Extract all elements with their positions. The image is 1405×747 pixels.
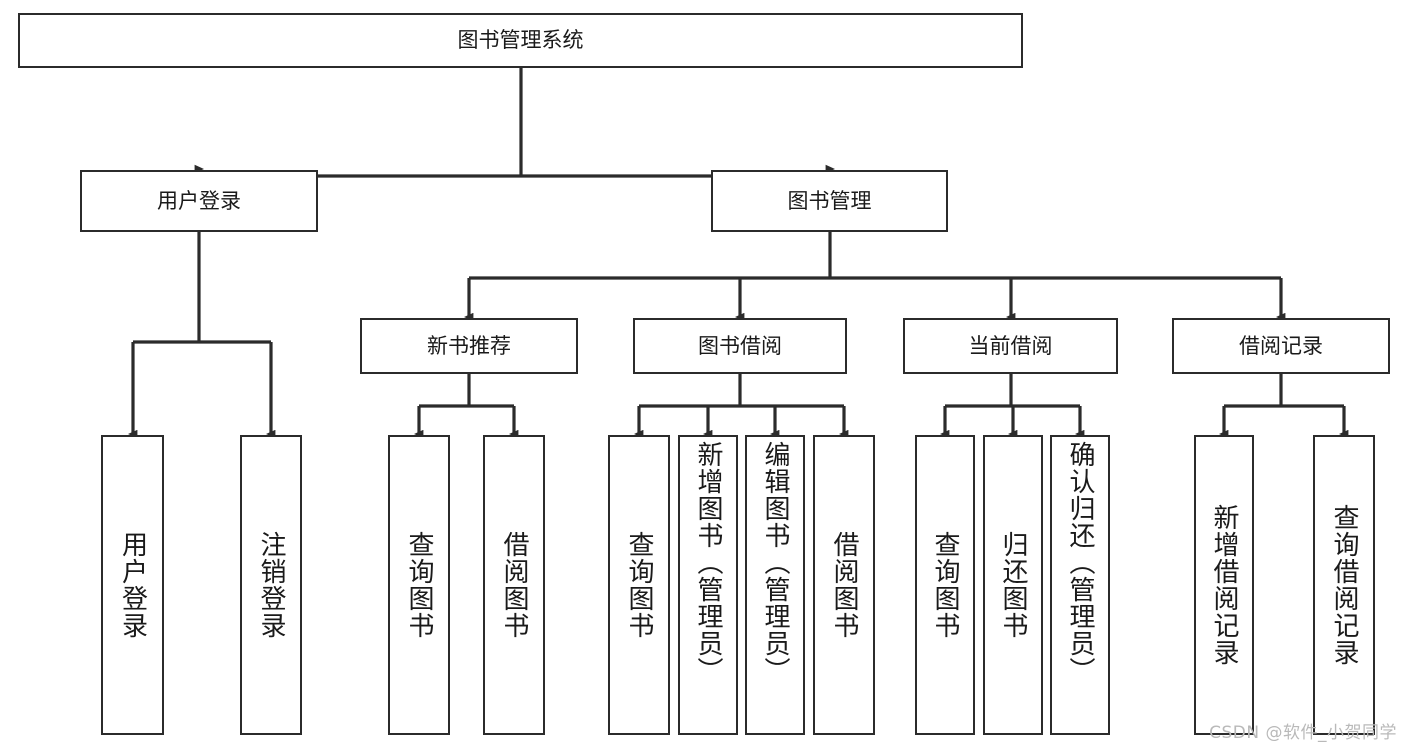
node-label-root: 图书管理系统 bbox=[457, 28, 584, 53]
node-leaf-add-book-admin[interactable]: 新增图书（管理员） bbox=[678, 435, 738, 735]
node-leaf-user-login[interactable]: 用户登录 bbox=[101, 435, 164, 735]
node-label-current-borrow: 当前借阅 bbox=[968, 333, 1053, 358]
node-leaf-logout[interactable]: 注销登录 bbox=[240, 435, 302, 735]
node-label-leaf-user-login: 用户登录 bbox=[117, 531, 148, 639]
node-leaf-add-borrow-record[interactable]: 新增借阅记录 bbox=[1194, 435, 1254, 735]
node-leaf-confirm-return-admin[interactable]: 确认归还（管理员） bbox=[1050, 435, 1110, 735]
node-label-book-borrow: 图书借阅 bbox=[698, 333, 782, 358]
node-leaf-borrow-book-2[interactable]: 借阅图书 bbox=[813, 435, 875, 735]
node-user-login[interactable]: 用户登录 bbox=[80, 170, 318, 232]
csdn-watermark: CSDN @软件_小贺同学 bbox=[1209, 723, 1397, 743]
node-book-management[interactable]: 图书管理 bbox=[711, 170, 948, 232]
node-book-borrow[interactable]: 图书借阅 bbox=[633, 318, 847, 374]
node-label-leaf-add-borrow-record: 新增借阅记录 bbox=[1209, 504, 1239, 666]
node-label-user-login: 用户登录 bbox=[157, 188, 241, 213]
node-label-leaf-borrow-book-2: 借阅图书 bbox=[829, 531, 859, 639]
node-label-new-book-recommend: 新书推荐 bbox=[427, 333, 511, 358]
node-leaf-return-book[interactable]: 归还图书 bbox=[983, 435, 1043, 735]
node-label-leaf-query-book-1: 查询图书 bbox=[404, 531, 434, 639]
node-label-leaf-logout: 注销登录 bbox=[256, 531, 286, 639]
node-label-leaf-confirm-return-admin: 确认归还（管理员） bbox=[1065, 441, 1095, 684]
node-label-leaf-edit-book-admin: 编辑图书（管理员） bbox=[760, 441, 790, 684]
node-label-book-management: 图书管理 bbox=[787, 188, 872, 213]
node-leaf-query-book-3[interactable]: 查询图书 bbox=[915, 435, 975, 735]
node-label-leaf-query-borrow-record: 查询借阅记录 bbox=[1329, 504, 1359, 666]
node-label-borrow-record: 借阅记录 bbox=[1239, 333, 1323, 358]
node-label-leaf-query-book-2: 查询图书 bbox=[624, 531, 654, 639]
node-label-leaf-return-book: 归还图书 bbox=[998, 531, 1028, 639]
node-root[interactable]: 图书管理系统 bbox=[18, 13, 1023, 68]
node-new-book-recommend[interactable]: 新书推荐 bbox=[360, 318, 578, 374]
node-borrow-record[interactable]: 借阅记录 bbox=[1172, 318, 1390, 374]
node-label-leaf-add-book-admin: 新增图书（管理员） bbox=[693, 441, 723, 684]
node-current-borrow[interactable]: 当前借阅 bbox=[903, 318, 1118, 374]
node-label-leaf-query-book-3: 查询图书 bbox=[930, 531, 960, 639]
node-leaf-query-borrow-record[interactable]: 查询借阅记录 bbox=[1313, 435, 1375, 735]
node-leaf-edit-book-admin[interactable]: 编辑图书（管理员） bbox=[745, 435, 805, 735]
node-label-leaf-borrow-book-1: 借阅图书 bbox=[499, 531, 529, 639]
node-leaf-borrow-book-1[interactable]: 借阅图书 bbox=[483, 435, 545, 735]
node-leaf-query-book-2[interactable]: 查询图书 bbox=[608, 435, 670, 735]
node-leaf-query-book-1[interactable]: 查询图书 bbox=[388, 435, 450, 735]
